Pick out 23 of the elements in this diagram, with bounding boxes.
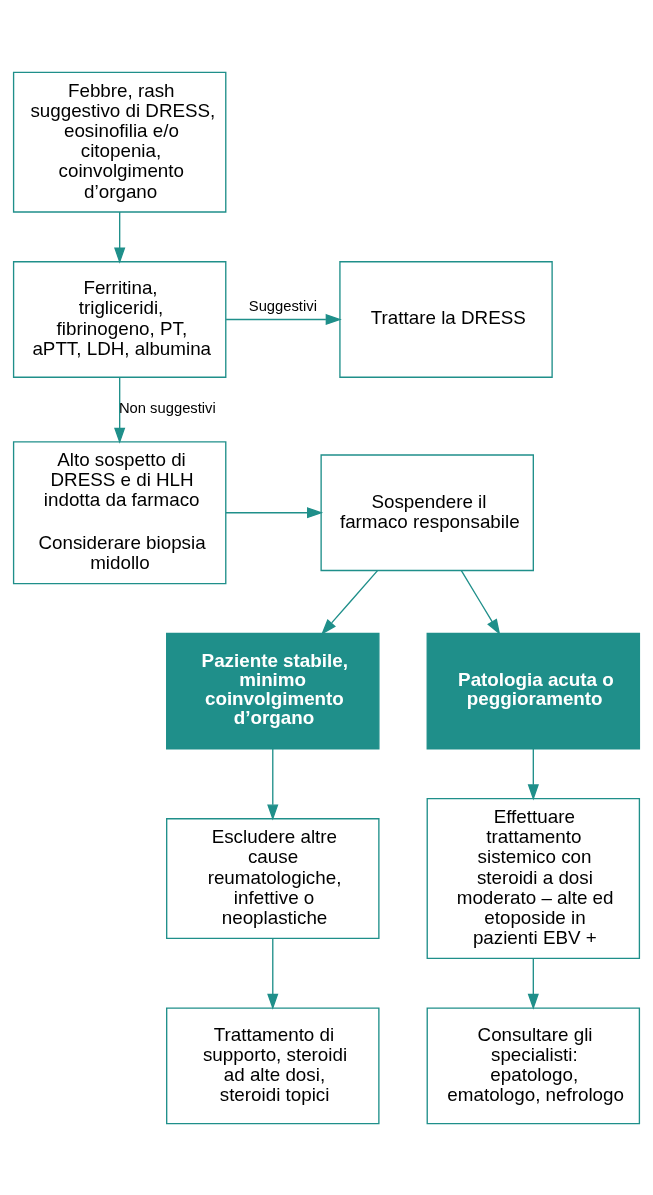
node-box: Trattare la DRESS (339, 260, 553, 378)
arrow (321, 569, 379, 635)
node-box: Sospendere il farmaco responsabile (320, 453, 534, 571)
node-box: Escludere altre cause reumatologiche, infettive o neoplastiche (166, 817, 380, 939)
arrow (114, 376, 126, 444)
arrow (225, 313, 342, 325)
arrow (225, 506, 324, 518)
node-box: Trattamento di supporto, steroidi ad alte dosi, steroidi topici (166, 1006, 380, 1124)
node-box: Alto sospetto di DRESS e di HLH indotta da farmaco Considerare biopsia midollo (12, 440, 227, 584)
node-box: Paziente stabile, minimo coinvolgimento d’organo (166, 632, 380, 750)
node-box: Febbre, rash suggestivo di DRESS, eosinofilia e/o citopenia, coinvolgimento d’organo (12, 71, 227, 213)
arrow (267, 937, 279, 1010)
node-box: Consultare gli specialisti: epatologo, ematologo, nefrologo (426, 1006, 641, 1124)
arrow (114, 210, 126, 264)
edge-label: Suggestivi (248, 297, 317, 314)
node-box: Patologia acuta o peggioramento (426, 632, 641, 750)
node-box: Effettuare trattamento sistemico con steroidi a dosi moderato – alte ed etoposide in pazienti EBV + (426, 797, 641, 959)
node-box: Ferritina, trigliceridi, fibrinogeno, PT, aPTT, LDH, albumina (12, 260, 227, 378)
arrow (527, 957, 539, 1010)
arrow (527, 747, 539, 800)
edge-label: Non suggestivi (118, 399, 216, 416)
arrow (267, 747, 279, 821)
arrow (460, 569, 501, 635)
